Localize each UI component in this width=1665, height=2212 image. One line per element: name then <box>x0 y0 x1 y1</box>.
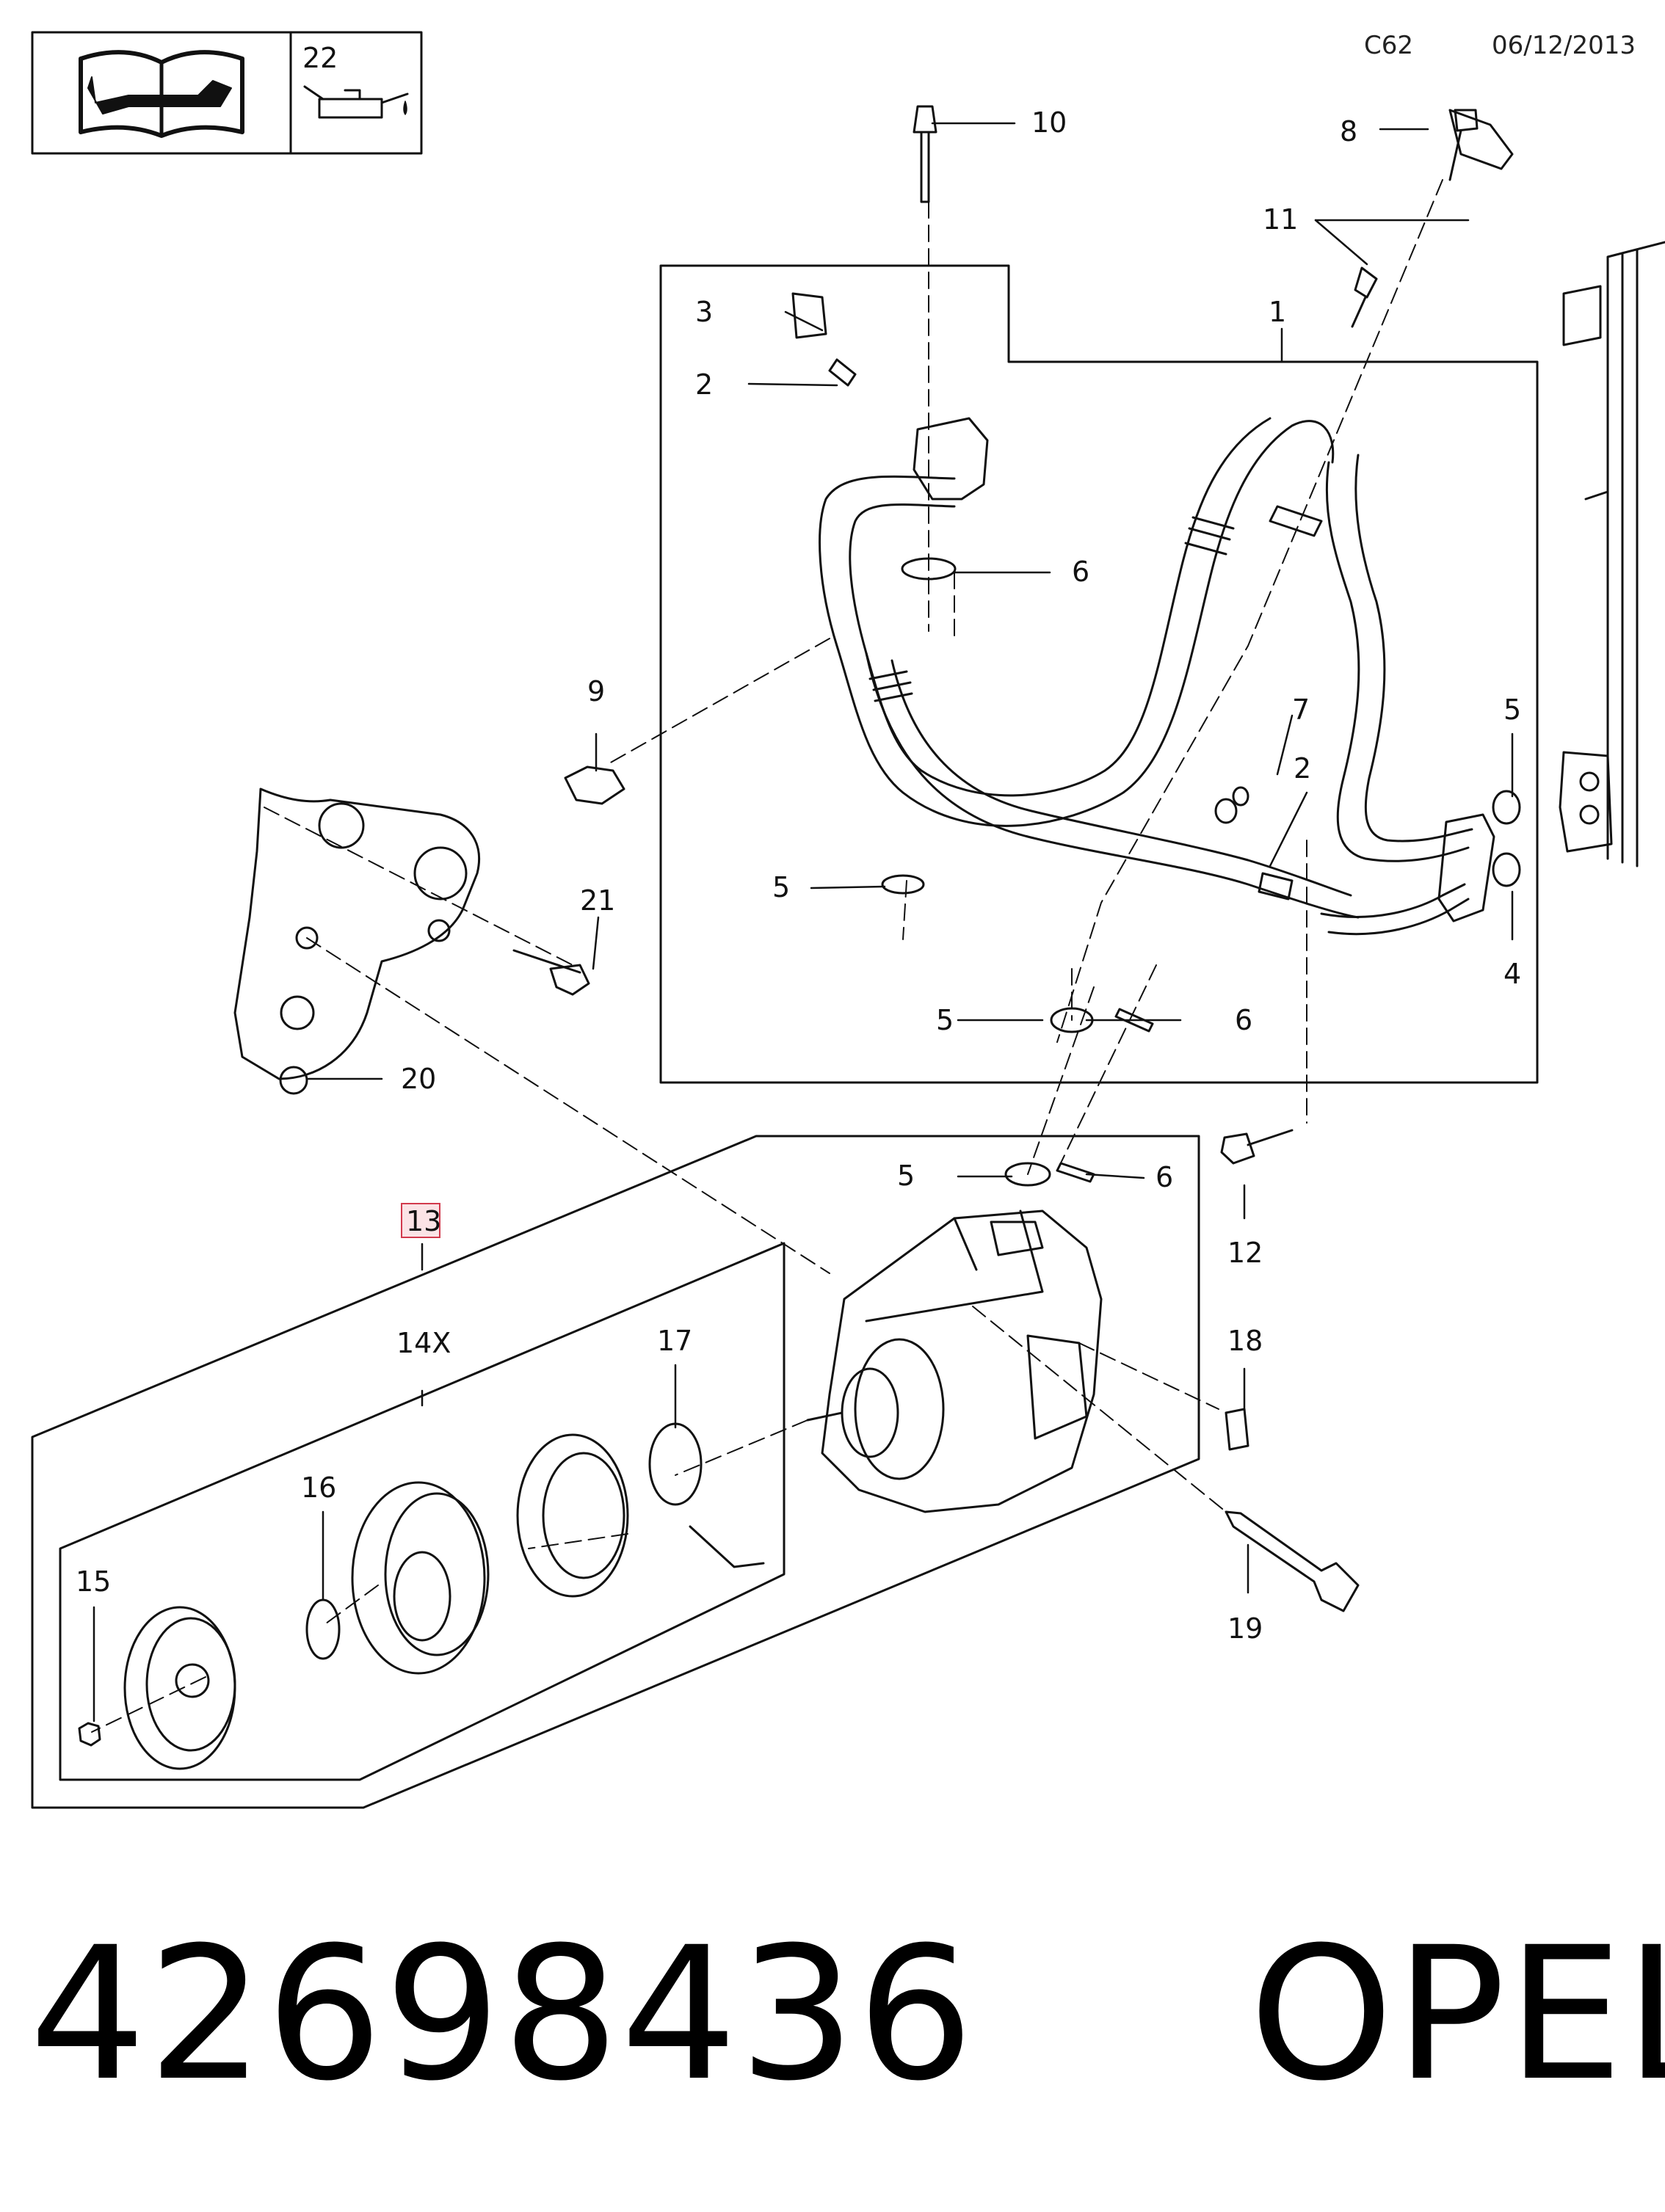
callout-8: 8 <box>1340 115 1357 148</box>
callout-4: 4 <box>1503 958 1521 990</box>
diagram-code: C62 <box>1364 31 1414 60</box>
manual-wrench-book-icon <box>79 50 244 138</box>
callout-9: 9 <box>587 675 605 707</box>
callout-10: 10 <box>1031 106 1067 139</box>
callout-11: 11 <box>1263 203 1298 236</box>
ac-hose-assembly <box>819 417 1613 936</box>
callout-labels: 10 8 11 1 3 2 6 9 7 2 5 4 5 21 20 5 6 5 … <box>76 106 1521 1645</box>
callout-6-compressor: 6 <box>1156 1161 1173 1193</box>
callout-6-upper: 6 <box>1072 556 1089 588</box>
info-box: 22 <box>31 31 423 155</box>
callout-18: 18 <box>1227 1325 1263 1357</box>
callout-21: 21 <box>580 884 615 917</box>
callout-13-highlight: 13 <box>401 1203 441 1238</box>
callout-5-compressor: 5 <box>897 1160 915 1192</box>
callout-2-upper: 2 <box>695 368 713 401</box>
callout-20: 20 <box>401 1063 436 1095</box>
ac-compressor <box>806 1209 1103 1513</box>
callout-19: 19 <box>1227 1612 1263 1645</box>
callout-12: 12 <box>1227 1237 1263 1269</box>
alignment-lines <box>91 179 1443 1733</box>
clutch-assembly <box>78 1422 765 1770</box>
oil-can-icon <box>303 85 409 119</box>
oil-reference-number: 22 <box>302 42 338 74</box>
part-number: 42698436 <box>29 1907 976 2121</box>
callout-5-right: 5 <box>1503 694 1521 726</box>
part-number-footer: 42698436 OPEL <box>29 1923 1665 2106</box>
compressor-bracket <box>233 787 481 1095</box>
callout-3: 3 <box>695 296 713 328</box>
callout-17: 17 <box>657 1325 692 1357</box>
callout-5-lower: 5 <box>936 1004 954 1036</box>
callout-6-middle: 6 <box>1235 1004 1252 1036</box>
diagram-date: 06/12/2013 <box>1492 31 1636 60</box>
callout-14x: 14X <box>396 1327 451 1359</box>
callout-1: 1 <box>1269 296 1286 328</box>
callout-16: 16 <box>301 1471 336 1504</box>
leader-lines <box>92 122 1514 1722</box>
callout-5-middle: 5 <box>772 871 790 903</box>
callout-7: 7 <box>1292 694 1310 726</box>
callout-15: 15 <box>76 1565 111 1598</box>
callout-13: 13 <box>406 1205 441 1237</box>
callout-2-lower: 2 <box>1294 752 1311 785</box>
brand-name: OPEL <box>1249 1907 1665 2121</box>
condenser-edge <box>1562 241 1665 867</box>
